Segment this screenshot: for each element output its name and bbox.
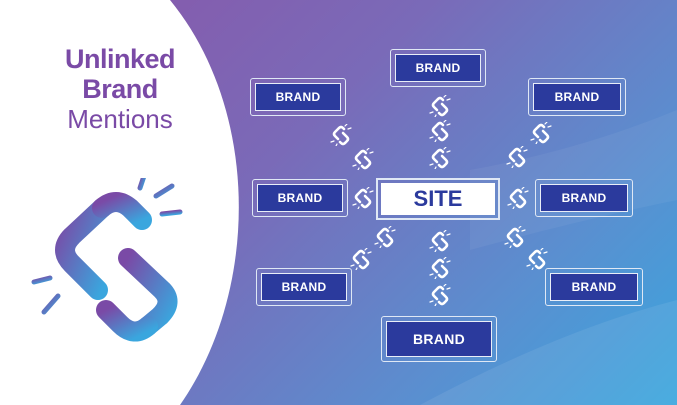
broken-chain-icon [526, 248, 548, 270]
site-box: SITE [376, 178, 500, 220]
brand-label: BRAND [386, 321, 492, 357]
broken-chain-icon [429, 120, 451, 142]
broken-chain-icon [330, 124, 352, 146]
brand-box-mid-right: BRAND [535, 179, 633, 217]
site-label: SITE [381, 183, 495, 215]
title-line-2: Brand [82, 74, 158, 104]
broken-link-icon [31, 178, 183, 342]
broken-chain-icon [530, 122, 552, 144]
brand-label: BRAND [257, 184, 343, 212]
brand-label: BRAND [255, 83, 341, 111]
broken-chain-icon [374, 226, 396, 248]
broken-chain-icon [429, 257, 451, 279]
brand-label: BRAND [533, 83, 621, 111]
broken-chain-icon [507, 187, 529, 209]
brand-label: BRAND [550, 273, 638, 301]
broken-chain-icon [429, 147, 451, 169]
broken-chain-icon [506, 146, 528, 168]
page-title: Unlinked Brand Mentions [40, 44, 200, 134]
brand-box-bottom-right: BRAND [545, 268, 643, 306]
broken-chain-icon [429, 230, 451, 252]
brand-box-top: BRAND [390, 49, 486, 87]
title-line-3: Mentions [67, 104, 173, 134]
brand-box-bottom: BRAND [381, 316, 497, 362]
broken-chain-icon [352, 148, 374, 170]
broken-chain-icon [429, 284, 451, 306]
brand-box-mid-left: BRAND [252, 179, 348, 217]
title-line-1: Unlinked [64, 44, 176, 74]
brand-box-bottom-left: BRAND [256, 268, 352, 306]
brand-label: BRAND [261, 273, 347, 301]
brand-box-top-left: BRAND [250, 78, 346, 116]
brand-label: BRAND [395, 54, 481, 82]
broken-chain-icon [504, 226, 526, 248]
brand-box-top-right: BRAND [528, 78, 626, 116]
broken-chain-icon [350, 248, 372, 270]
brand-label: BRAND [540, 184, 628, 212]
broken-chain-icon [352, 187, 374, 209]
broken-chain-icon [429, 95, 451, 117]
